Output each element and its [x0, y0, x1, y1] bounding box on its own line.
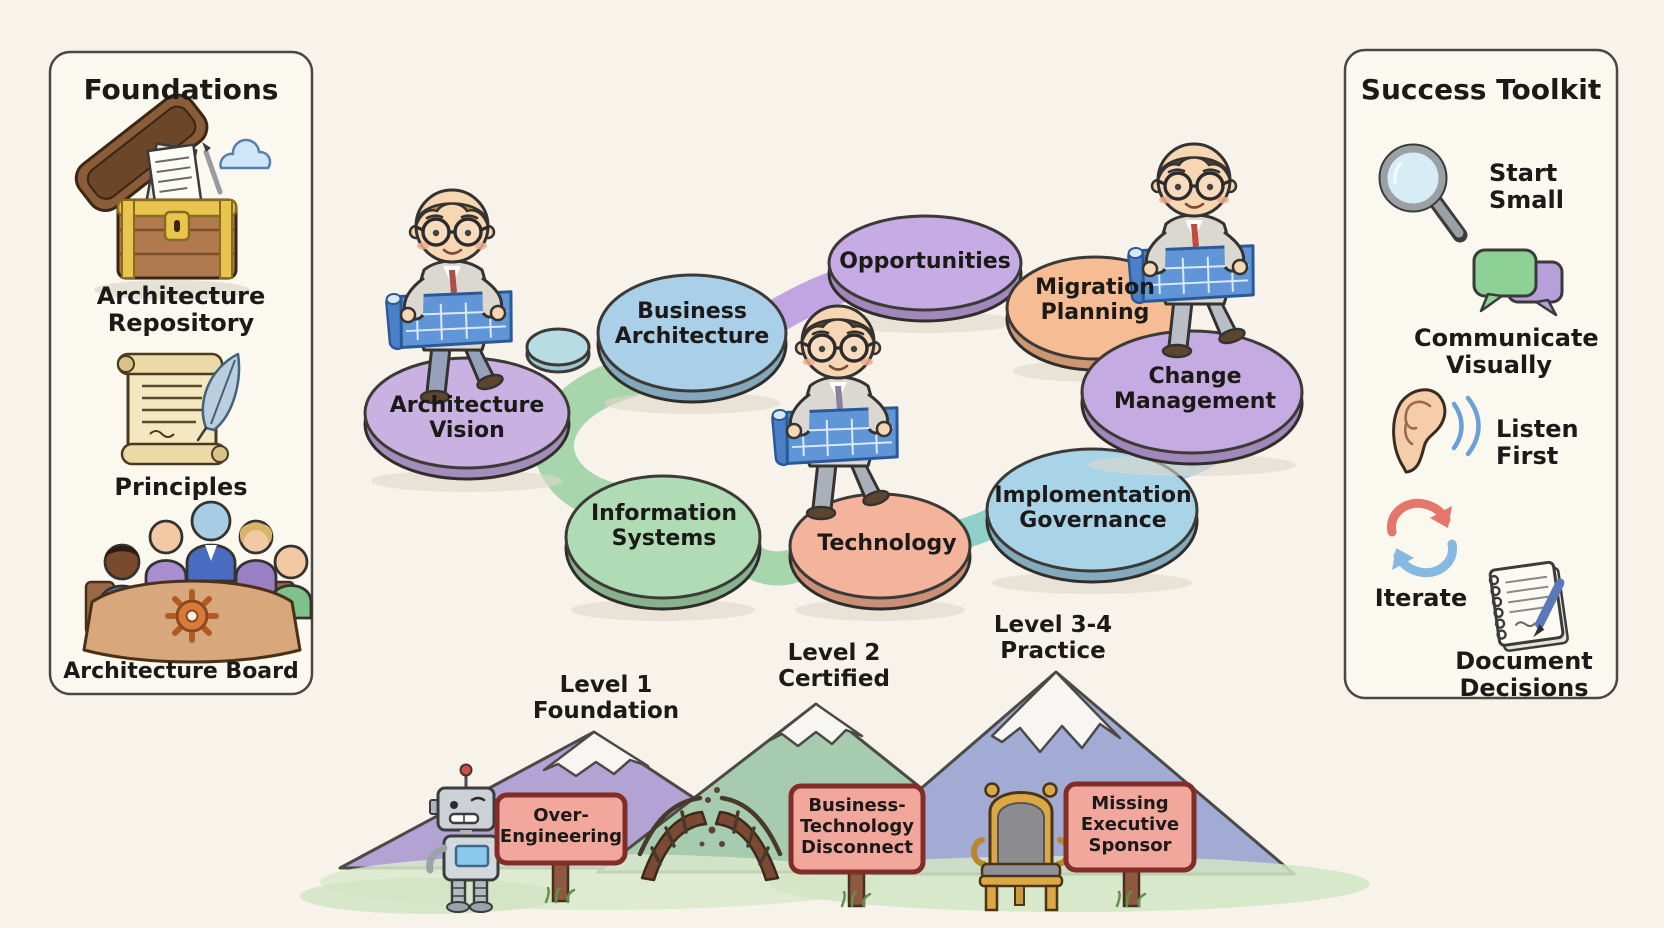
sign-over-engineering	[494, 792, 628, 904]
iterate-arrows-icon	[1387, 498, 1457, 578]
broken-bridge-icon	[637, 787, 783, 882]
treasure-chest-icon	[74, 93, 272, 300]
phase-information-systems: Information Systems	[591, 501, 737, 551]
toolkit-item-iterate: Iterate	[1374, 584, 1468, 612]
pitfall-business-technology-disconnect-label: Business-Technology Disconnect	[800, 795, 914, 858]
empty-chair-icon	[971, 782, 1071, 912]
magnifier-icon	[1378, 143, 1468, 243]
board-meeting-icon	[82, 500, 313, 664]
speech-bubbles-icon	[1472, 248, 1564, 317]
phase-technology: Technology	[817, 531, 957, 556]
phase-opportunities: Opportunities	[839, 249, 1011, 274]
stone-architecture-vision	[363, 356, 571, 492]
toolkit-item-communicate-visually: Communicate Visually	[1414, 324, 1599, 380]
level-3-4-practice-label: Level 3-4 Practice	[993, 612, 1113, 664]
phase-migration-planning: Migration Planning	[1035, 275, 1155, 325]
foundations-item-architecture-repository: Architecture Repository	[96, 282, 266, 338]
phase-implementation-governance: Implomentation Governance	[994, 483, 1192, 533]
notebook-pen-icon	[1488, 560, 1569, 652]
stone-technology	[788, 492, 972, 621]
level-2-certified-label: Level 2 Certified	[778, 640, 890, 692]
phase-business-architecture: Business Architecture	[614, 299, 770, 349]
toolkit-item-document-decisions: Document Decisions	[1455, 647, 1593, 703]
robot-icon	[426, 763, 529, 913]
toolkit-item-start-small: Start Small	[1489, 159, 1564, 215]
pitfall-over-engineering-label: Over-Engineering	[499, 805, 623, 847]
success-toolkit-title: Success Toolkit	[1360, 73, 1602, 106]
stone-business-architecture	[596, 273, 788, 414]
foundations-item-principles: Principles	[114, 473, 248, 501]
level-1-foundation-label: Level 1 Foundation	[532, 672, 680, 724]
stone-opportunities	[827, 214, 1023, 333]
ear-icon	[1392, 388, 1481, 474]
pitfall-missing-executive-sponsor-label: Missing Executive Sponsor	[1080, 793, 1180, 856]
foundations-item-architecture-board: Architecture Board	[63, 659, 299, 684]
stone-change-management	[1080, 329, 1304, 476]
foundations-title: Foundations	[83, 73, 279, 106]
scroll-quill-icon	[116, 352, 241, 466]
sign-missing-executive-sponsor	[1063, 781, 1197, 908]
stone-implementation-governance	[985, 447, 1199, 594]
phase-change-management: Change Management	[1114, 364, 1276, 414]
phase-architecture-vision: Architecture Vision	[389, 393, 545, 443]
sign-business-technology-disconnect	[788, 783, 926, 908]
toolkit-item-listen-first: Listen First	[1496, 415, 1579, 471]
stepping-pebble	[525, 327, 591, 374]
stone-information-systems	[564, 474, 762, 621]
